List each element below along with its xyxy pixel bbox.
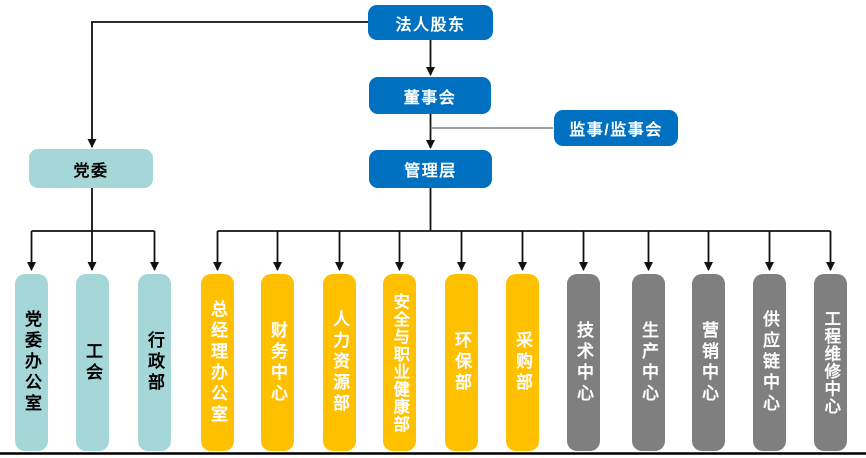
node-party-committee: 党委 bbox=[29, 149, 153, 188]
node-supervisory-board: 监事/监事会 bbox=[554, 110, 678, 146]
node-procurement-dept: 采购部 bbox=[506, 274, 539, 451]
node-supply-chain-center: 供应链中心 bbox=[753, 274, 786, 451]
node-technology-center: 技术中心 bbox=[567, 274, 600, 451]
node-finance-center-label: 财务中心 bbox=[268, 320, 287, 405]
node-production-center: 生产中心 bbox=[632, 274, 665, 451]
node-environment-dept-label: 环保部 bbox=[452, 331, 471, 394]
node-safety-health-dept-label: 安全与职业健康部 bbox=[390, 292, 409, 433]
node-production-center-label: 生产中心 bbox=[639, 320, 658, 405]
node-hr-dept: 人力资源部 bbox=[323, 274, 356, 451]
node-engineering-maintenance-center-label: 工程维修中心 bbox=[821, 310, 840, 415]
node-party-office-label: 党委办公室 bbox=[22, 310, 41, 415]
node-party-office: 党委办公室 bbox=[15, 274, 48, 451]
node-admin-dept: 行政部 bbox=[138, 274, 171, 451]
node-legal-shareholders: 法人股东 bbox=[368, 5, 493, 40]
node-procurement-dept-label: 采购部 bbox=[513, 331, 532, 394]
node-labor-union-label: 工会 bbox=[83, 341, 102, 384]
node-finance-center: 财务中心 bbox=[261, 274, 294, 451]
node-board-of-directors: 董事会 bbox=[369, 77, 491, 114]
node-environment-dept: 环保部 bbox=[445, 274, 478, 451]
node-admin-dept-label: 行政部 bbox=[145, 331, 164, 394]
node-technology-center-label: 技术中心 bbox=[574, 320, 593, 405]
node-labor-union: 工会 bbox=[76, 274, 109, 451]
node-marketing-center-label: 营销中心 bbox=[699, 320, 718, 405]
node-engineering-maintenance-center: 工程维修中心 bbox=[814, 274, 847, 451]
node-gm-office: 总经理办公室 bbox=[201, 274, 234, 451]
node-gm-office-label: 总经理办公室 bbox=[208, 299, 227, 426]
node-marketing-center: 营销中心 bbox=[692, 274, 725, 451]
connector-shareholders-party bbox=[87, 21, 368, 148]
node-safety-health-dept: 安全与职业健康部 bbox=[383, 274, 416, 451]
node-management: 管理层 bbox=[369, 150, 492, 188]
node-hr-dept-label: 人力资源部 bbox=[330, 310, 349, 415]
node-supply-chain-center-label: 供应链中心 bbox=[760, 310, 779, 415]
